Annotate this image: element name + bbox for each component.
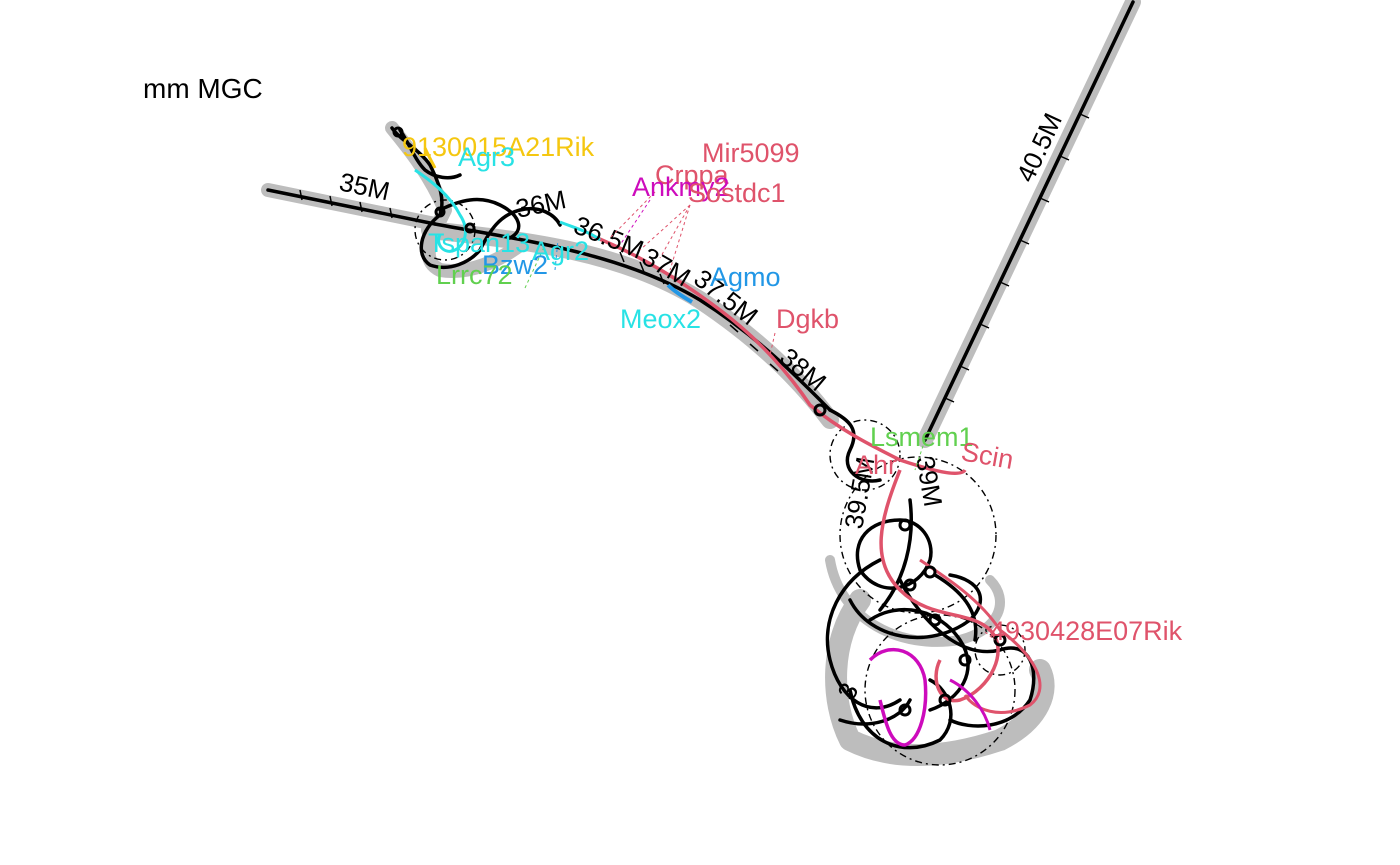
gene-label-sostdc1: Sostdc1 bbox=[688, 178, 786, 208]
segment-red bbox=[589, 233, 967, 475]
segment-cyan bbox=[414, 168, 467, 253]
gene-label-mir5099: Mir5099 bbox=[702, 138, 800, 168]
gene-label-agr3: Agr3 bbox=[458, 142, 515, 172]
diagram-title: mm MGC bbox=[143, 73, 263, 104]
gene-label-agmo: Agmo bbox=[710, 262, 781, 292]
gene-label-scin: Scin bbox=[959, 436, 1016, 475]
gene-label-lrrc72: Lrrc72 bbox=[436, 260, 513, 290]
segment-gold bbox=[423, 147, 437, 169]
gene-label-ahr: Ahr bbox=[855, 450, 897, 480]
segment-magenta2 bbox=[949, 678, 992, 731]
fiber-path bbox=[266, 0, 1135, 750]
gene-segments bbox=[414, 147, 1042, 747]
gene-label-4930428e07rik: 4930428E07Rik bbox=[990, 616, 1183, 646]
segment-blue bbox=[666, 283, 693, 304]
segment-red-loop2 bbox=[919, 558, 1042, 714]
pos-label-38m: 38M bbox=[774, 342, 832, 397]
segment-cyan2 bbox=[559, 220, 601, 242]
gene-label-bzw2: Bzw2 bbox=[482, 250, 548, 280]
gene-label-dgkb: Dgkb bbox=[776, 304, 839, 334]
fiber-markers bbox=[392, 126, 1007, 717]
contact-circles bbox=[414, 199, 1026, 766]
pos-label-36m: 36M bbox=[513, 184, 569, 224]
pos-label-39m: 39M bbox=[910, 454, 948, 509]
gene-label-agr2: Agr2 bbox=[532, 236, 589, 266]
segment-magenta bbox=[868, 648, 928, 747]
gene-label-crppa: Crppa bbox=[655, 160, 730, 190]
gene-label-lsmem1: Lsmem1 bbox=[870, 422, 974, 452]
label-leaders bbox=[524, 191, 996, 641]
gene-label-meox2: Meox2 bbox=[620, 304, 701, 334]
gene-label-tspan13: Tspan13 bbox=[428, 228, 530, 258]
gene-label-9130015a21rik: 9130015A21Rik bbox=[402, 132, 595, 162]
position-ticks bbox=[299, 113, 1090, 403]
gene-label-ankmy2: Ankmy2 bbox=[632, 172, 730, 202]
